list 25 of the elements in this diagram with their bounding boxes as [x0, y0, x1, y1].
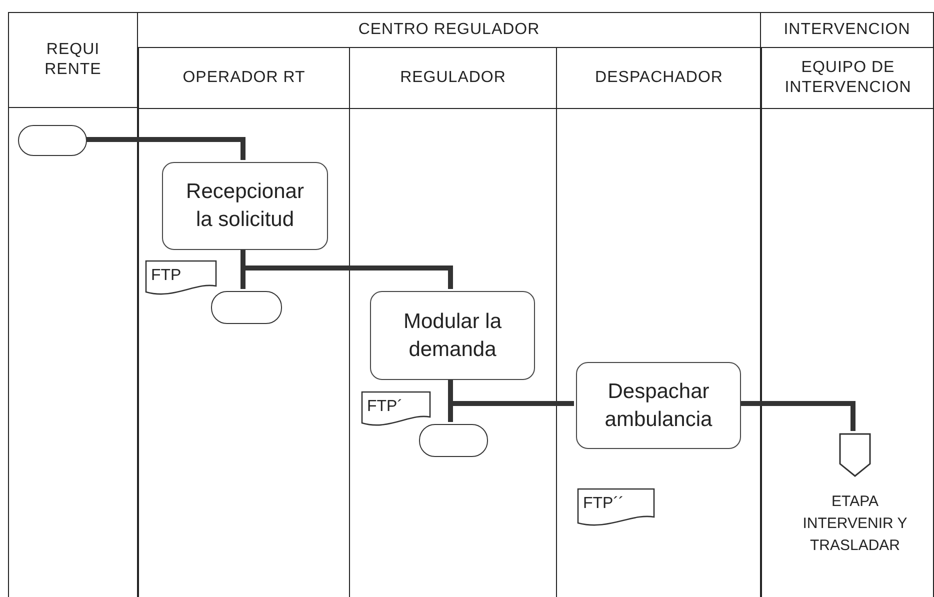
document-label: FTP´´ [583, 494, 624, 514]
process-box: Modular la demanda [370, 291, 535, 380]
lane-header: CENTRO REGULADOR [358, 20, 540, 40]
lane-header: OPERADOR RT [182, 68, 306, 88]
process-box: Despachar ambulancia [576, 362, 741, 449]
connector-line [739, 401, 856, 431]
process-box: Recepcionar la solicitud [162, 162, 328, 250]
terminator-shape [419, 424, 488, 457]
terminator-shape [211, 291, 282, 324]
lane-header: EQUIPO DE INTERVENCION [784, 58, 912, 98]
swimlane [137, 12, 760, 597]
node-caption: ETAPA INTERVENIR Y TRASLADAR [802, 492, 908, 556]
lane-header: INTERVENCION [784, 20, 910, 40]
lane-header: DESPACHADOR [595, 68, 723, 88]
document-label: FTP´ [367, 397, 403, 417]
lane-header: REGULADOR [400, 68, 506, 88]
terminator-shape [18, 125, 87, 156]
document-label: FTP [151, 266, 182, 286]
swimlane [138, 47, 349, 597]
connector-line [86, 137, 246, 160]
swimlane [349, 47, 556, 597]
lane-header: REQUI RENTE [44, 40, 102, 80]
swimlane [556, 47, 761, 597]
off-page-connector [839, 433, 871, 477]
swimlane [8, 12, 137, 597]
